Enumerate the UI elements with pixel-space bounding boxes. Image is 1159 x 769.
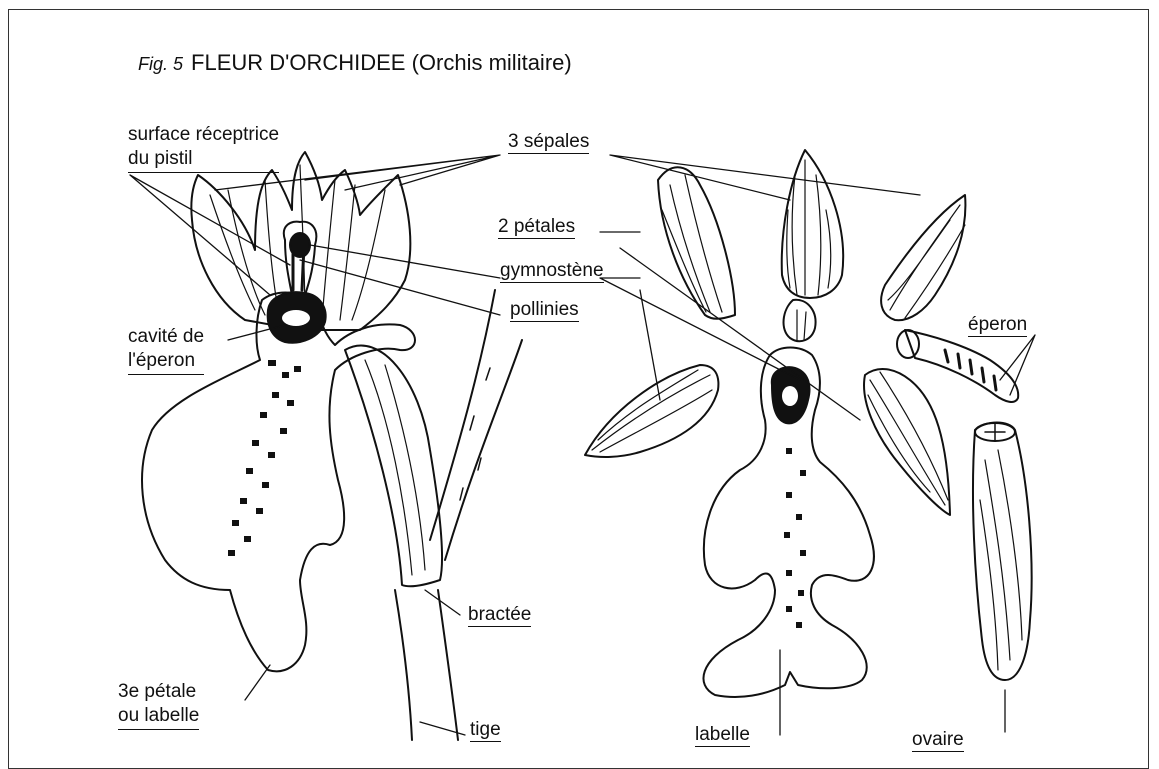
label-bractee: bractée [468, 603, 531, 627]
label-pollinies: pollinies [510, 298, 579, 322]
label-eperon: éperon [968, 313, 1027, 337]
stem-upper [430, 290, 522, 560]
label-cavite-line2: l'éperon [128, 349, 204, 375]
spur-opening [897, 330, 919, 358]
label-3e-petale-line1: 3e pétale [118, 680, 199, 704]
labellum-right-spots [784, 448, 806, 628]
label-ovaire-text: ovaire [912, 729, 964, 752]
labellum-spots [228, 360, 301, 556]
leader-lines [130, 155, 1035, 735]
label-troisieme-petale: 3e pétale ou labelle [118, 680, 199, 730]
sepal-1 [658, 167, 735, 318]
label-tige: tige [470, 718, 501, 742]
label-bractee-text: bractée [468, 604, 531, 627]
label-sepales: 3 sépales [508, 130, 589, 154]
label-surface-receptrice: surface réceptrice du pistil [128, 123, 279, 173]
orchid-drawing [0, 0, 1159, 751]
label-surface-line2: du pistil [128, 147, 279, 173]
label-pollinies-text: pollinies [510, 299, 579, 322]
petal-left [585, 365, 718, 457]
label-eperon-text: éperon [968, 314, 1027, 337]
label-tige-text: tige [470, 719, 501, 742]
label-petales-text: 2 pétales [498, 216, 575, 239]
label-labelle-text: labelle [695, 724, 750, 747]
label-3e-petale-line2: ou labelle [118, 704, 199, 730]
label-ovaire: ovaire [912, 728, 964, 752]
label-petales: 2 pétales [498, 215, 575, 239]
label-gymnostene-text: gymnostène [500, 260, 604, 283]
stem [395, 590, 458, 740]
label-sepales-text: 3 sépales [508, 131, 589, 154]
label-surface-line1: surface réceptrice [128, 123, 279, 147]
sepal-2 [782, 150, 843, 298]
pollinia-small [784, 300, 816, 341]
label-gymnostene: gymnostène [500, 259, 604, 283]
left-flower [142, 152, 522, 740]
ovary [973, 423, 1032, 681]
label-cavite: cavité de l'éperon [128, 325, 204, 375]
right-dissection [585, 150, 1032, 697]
label-cavite-line1: cavité de [128, 325, 204, 349]
label-labelle: labelle [695, 723, 750, 747]
bract [345, 346, 442, 587]
